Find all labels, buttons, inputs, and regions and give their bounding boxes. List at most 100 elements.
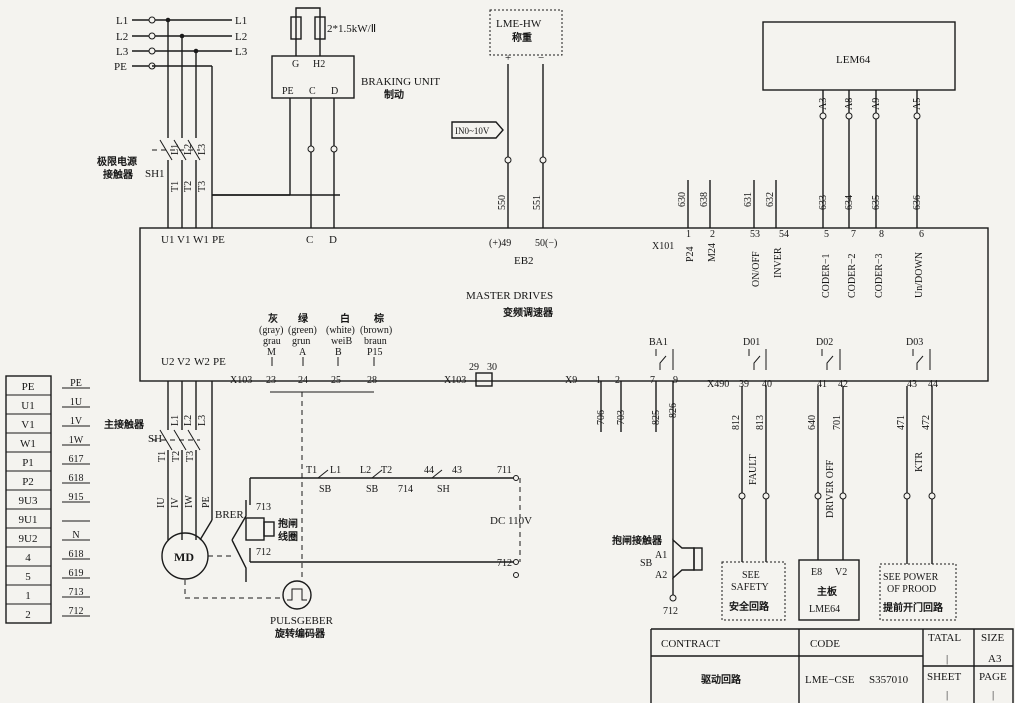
ref-safety-l2: SAFETY — [731, 582, 769, 593]
ref-board-cn: 主板 — [817, 585, 838, 598]
encoder-title: PULSGEBER — [270, 615, 334, 627]
ref-safety-cn: 安全回路 — [729, 600, 770, 613]
input-range-tag: IN0~10V — [455, 126, 490, 136]
motor-iu: IU — [156, 497, 167, 508]
circuit-714: 714 — [398, 484, 413, 495]
supply-l2-left: L2 — [116, 31, 128, 43]
circuit-t2: T2 — [381, 465, 392, 476]
encoder-cn: 旋转编码器 — [274, 627, 326, 640]
table-cell-terminal: 2 — [25, 609, 31, 621]
wire-638: 638 — [699, 192, 710, 207]
braking-unit: 2*1.5kW/Ⅱ G H2 PE C D BRAKING UNIT 制动 — [212, 7, 440, 228]
drive-x103-a: X103 — [230, 375, 252, 386]
tb-number: S357010 — [869, 674, 909, 686]
term-50: 50(−) — [535, 238, 557, 249]
ref-board-box — [798, 559, 860, 621]
term-2-bottom: 2 — [615, 375, 620, 386]
circuit-l1: L1 — [330, 465, 341, 476]
term-43: 43 — [907, 379, 917, 390]
table-cell-wire: PE — [70, 378, 82, 389]
signal-p24: P24 — [685, 246, 696, 262]
term-9-bottom: 9 — [673, 375, 678, 386]
relay-ba1: BA1 — [649, 337, 668, 348]
table-cell-wire: 618 — [69, 549, 84, 560]
term-41: 41 — [817, 379, 827, 390]
braking-unit-box — [271, 55, 355, 99]
lme-hw-module: LME-HW 称重 + − IN0~10V 550 551 — [451, 9, 563, 228]
main-t2: T2 — [171, 451, 182, 462]
brake-cn2: 线圈 — [278, 530, 298, 543]
tb-tatal-val: | — [946, 653, 948, 665]
table-cell-terminal: 1 — [25, 590, 31, 602]
ref-board-model: LME64 — [809, 604, 840, 615]
term-24: 24 — [298, 375, 308, 386]
term-c: C — [306, 234, 313, 246]
lem64-module: LEM64 A3 A8 A9 A5 633 634 635 636 — [762, 21, 956, 228]
tb-size-val: A3 — [988, 653, 1002, 665]
table-cell-terminal: P2 — [22, 476, 34, 488]
circuit-44: 44 — [424, 465, 434, 476]
brake-cn1: 抱闸 — [278, 517, 298, 530]
x101-wires: 630 638 631 632 — [677, 180, 777, 228]
main-t1: T1 — [157, 451, 168, 462]
circuit-43: 43 — [452, 465, 462, 476]
term-2-top: 2 — [710, 229, 715, 240]
term-49: (+)49 — [489, 238, 511, 249]
motor-iw: IW — [184, 495, 195, 508]
supply-l2-right: L2 — [235, 31, 247, 43]
wire-633: 633 — [818, 195, 829, 210]
table-cell-terminal: 9U1 — [19, 514, 38, 526]
term-d: D — [329, 234, 337, 246]
tb-sheet: SHEET — [927, 671, 962, 683]
reference-boxes: SEE SAFETY 安全回路 E8 V2 主板 LME64 SEE POWER… — [721, 559, 957, 621]
signal-driver-off: DRIVER OFF — [825, 459, 836, 518]
drive-x101: X101 — [652, 241, 674, 252]
signal-coder-3: CODER−3 — [874, 253, 885, 298]
wire-550: 550 — [497, 195, 508, 210]
wire-636: 636 — [912, 195, 923, 210]
term-40: 40 — [762, 379, 772, 390]
term-30: 30 — [487, 362, 497, 373]
braking-g: G — [292, 59, 299, 70]
drive-cn: 变频调速器 — [503, 306, 554, 319]
term-8-top: 8 — [879, 229, 884, 240]
color-1-cn: 灰 — [268, 312, 278, 325]
table-cell-terminal: 4 — [25, 552, 31, 564]
term-54: 54 — [779, 229, 789, 240]
term-28: 28 — [367, 375, 377, 386]
drive-eb2: EB2 — [514, 255, 534, 267]
wire-472: 472 — [921, 415, 932, 430]
term-1-top: 1 — [686, 229, 691, 240]
wire-551: 551 — [532, 195, 543, 210]
term-6-top: 6 — [919, 229, 924, 240]
term-v1: V1 — [177, 234, 190, 246]
ref-board-v2: V2 — [835, 567, 847, 578]
limit-l2: L2 — [183, 144, 194, 155]
lem-a5: A5 — [912, 98, 923, 110]
table-cell-wire: 1U — [70, 397, 83, 408]
term-42: 42 — [838, 379, 848, 390]
term-25: 25 — [331, 375, 341, 386]
wire-631: 631 — [743, 192, 754, 207]
wire-826: 826 — [668, 403, 679, 418]
braking-pe: PE — [282, 86, 294, 97]
supply-l1-right: L1 — [235, 15, 247, 27]
signal-inver: INVER — [773, 247, 784, 278]
limit-contactor-tag: SH1 — [145, 168, 165, 180]
lme-hw-title: LME-HW — [496, 18, 542, 30]
signal-coder-2: CODER−2 — [847, 253, 858, 298]
ref-power-l1: SEE POWER — [883, 572, 939, 583]
tb-page: PAGE — [979, 671, 1007, 683]
supply-pe-left: PE — [114, 61, 127, 73]
tb-code: CODE — [810, 638, 840, 650]
brake-brer: BRER — [215, 509, 244, 521]
drive-x490: X490 — [707, 379, 729, 390]
brake-contactor: 抱闸接触器 A1 SB A2 712 — [612, 534, 703, 617]
table-cell-terminal: 9U2 — [19, 533, 38, 545]
brake-712: 712 — [256, 547, 271, 558]
wire-635: 635 — [871, 195, 882, 210]
supply-l3-left: L3 — [116, 46, 129, 58]
ref-safety-l1: SEE — [742, 570, 760, 581]
relay-d03: D03 — [906, 337, 923, 348]
drive-title: MASTER DRIVES — [466, 290, 553, 302]
